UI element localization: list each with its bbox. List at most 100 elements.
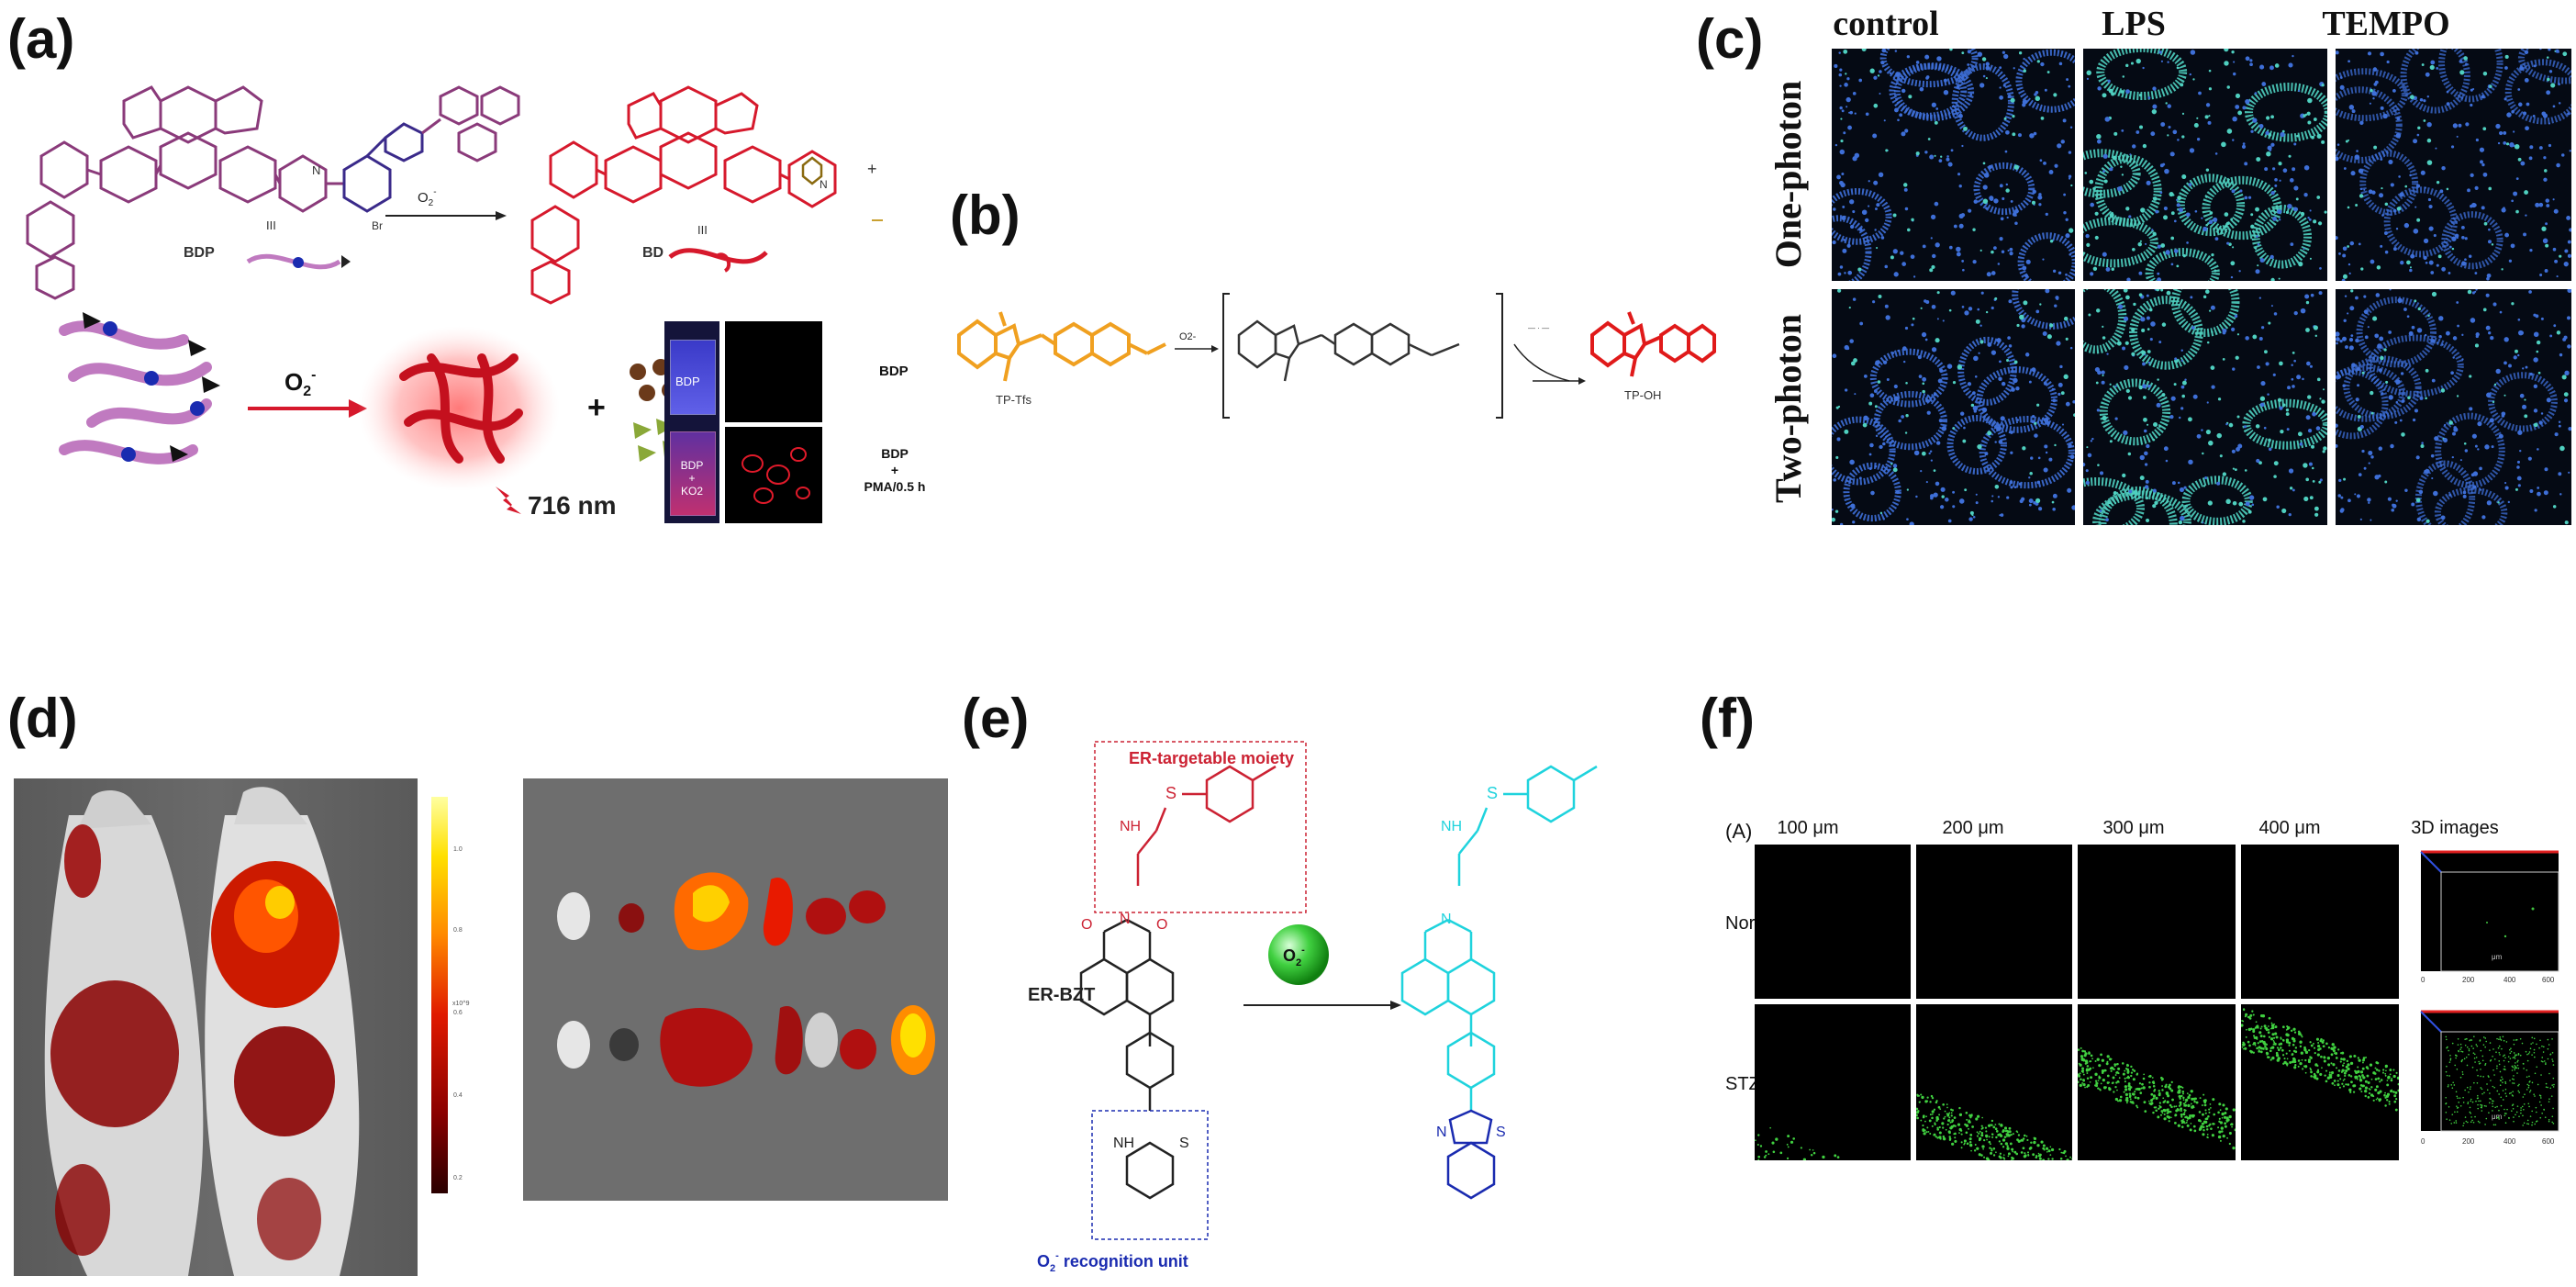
- cell-speckle: [2276, 505, 2280, 509]
- cell-speckle: [1952, 381, 1957, 385]
- signal-speckle-3d: [2548, 1101, 2550, 1102]
- cell-speckle: [1894, 50, 1898, 52]
- signal-speckle: [2345, 1065, 2348, 1069]
- cell-speckle: [2007, 94, 2012, 99]
- cell-speckle: [2510, 243, 2515, 249]
- signal-speckle: [2148, 1081, 2151, 1084]
- cell-speckle: [2568, 427, 2571, 431]
- dash-1: III: [266, 218, 276, 232]
- signal-speckle: [2285, 1033, 2289, 1036]
- cell-speckle: [1913, 450, 1920, 456]
- cell-speckle: [1971, 514, 1974, 517]
- cell-speckle: [1877, 74, 1880, 77]
- cell-speckle: [2138, 125, 2144, 129]
- cell-ring: [2441, 211, 2504, 270]
- cell-speckle: [1967, 63, 1970, 66]
- cell-ring: [2083, 217, 2158, 268]
- signal-speckle-3d: [2448, 1119, 2451, 1121]
- signal-speckle: [2388, 1101, 2391, 1103]
- signal-speckle: [1948, 1112, 1951, 1114]
- signal-speckle: [2212, 1098, 2215, 1102]
- signal-speckle: [1929, 1114, 1932, 1116]
- cell-ring: [2083, 149, 2141, 198]
- cell-speckle: [2424, 333, 2427, 337]
- signal-speckle: [2367, 1081, 2370, 1085]
- signal-speckle: [2273, 1042, 2277, 1046]
- signal-speckle-3d: [2457, 1037, 2459, 1040]
- cell-speckle: [2561, 375, 2567, 380]
- cell-speckle: [2470, 103, 2473, 107]
- cell-speckle: [2145, 242, 2147, 245]
- signal-speckle-3d: [2470, 1116, 2472, 1118]
- cell-speckle: [2399, 419, 2403, 422]
- cell-speckle: [1984, 452, 1989, 456]
- signal-speckle: [2218, 1102, 2222, 1106]
- cell-speckle: [2109, 440, 2113, 443]
- cell-speckle: [2517, 157, 2522, 162]
- signal-speckle: [1757, 1134, 1760, 1136]
- cell-speckle: [1994, 485, 2000, 489]
- cell-speckle: [2231, 327, 2236, 331]
- signal-speckle: [1980, 1154, 1983, 1157]
- cell-speckle: [1991, 499, 1993, 503]
- signal-speckle: [2036, 1144, 2040, 1147]
- e-s-atom-right: S: [1487, 784, 1498, 802]
- cell-speckle: [1947, 162, 1953, 167]
- cell-ring: [2176, 173, 2246, 237]
- cell-speckle: [2292, 385, 2295, 388]
- signal-speckle: [1802, 1158, 1807, 1160]
- signal-speckle: [1787, 1135, 1790, 1138]
- cell-speckle: [1999, 95, 2003, 100]
- cell-speckle: [2548, 122, 2550, 125]
- signal-speckle-3d: [2493, 1074, 2495, 1076]
- signal-speckle: [2271, 1033, 2275, 1036]
- signal-speckle: [2219, 1139, 2222, 1142]
- signal-speckle: [1757, 1155, 1761, 1158]
- signal-speckle: [2191, 1114, 2195, 1118]
- cell-speckle: [2252, 334, 2258, 340]
- cell-speckle: [2043, 467, 2048, 473]
- cell-speckle: [1863, 415, 1868, 421]
- signal-speckle-3d: [2543, 1108, 2545, 1111]
- signal-speckle: [2080, 1069, 2084, 1073]
- cell-speckle: [2358, 168, 2364, 173]
- signal-speckle-3d: [2472, 1047, 2474, 1049]
- cell-speckle: [2431, 378, 2436, 383]
- signal-speckle-3d: [2548, 1098, 2550, 1100]
- signal-speckle: [1934, 1122, 1936, 1125]
- cell-speckle: [2231, 189, 2236, 194]
- cell-speckle: [2361, 371, 2365, 375]
- cell-speckle: [1934, 201, 1939, 207]
- cell-speckle: [2042, 258, 2045, 261]
- signal-speckle: [2373, 1072, 2377, 1075]
- signal-speckle: [2002, 1138, 2006, 1142]
- cell-speckle: [2264, 350, 2268, 354]
- cell-speckle: [2421, 442, 2424, 444]
- signal-speckle: [2228, 1131, 2232, 1136]
- signal-speckle: [2151, 1102, 2154, 1105]
- signal-speckle: [2136, 1104, 2138, 1107]
- signal-speckle: [1991, 1133, 1993, 1136]
- cell-speckle: [2138, 94, 2143, 97]
- signal-speckle: [2331, 1043, 2335, 1046]
- cell-speckle: [2312, 466, 2314, 470]
- cell-speckle: [2388, 395, 2393, 400]
- cell-speckle: [2493, 383, 2497, 386]
- cell-speckle: [2383, 231, 2388, 235]
- signal-speckle: [1983, 1156, 1986, 1158]
- cell-speckle: [2002, 50, 2006, 54]
- signal-speckle-3d: [2519, 1037, 2522, 1040]
- signal-speckle: [1960, 1133, 1963, 1136]
- cell-speckle: [2292, 488, 2295, 492]
- signal-speckle: [2248, 1017, 2252, 1020]
- cell-speckle: [2201, 429, 2203, 431]
- cell-speckle: [2139, 454, 2145, 461]
- cell-speckle: [1850, 503, 1856, 509]
- cell-speckle: [1891, 352, 1895, 354]
- cell-speckle: [2063, 193, 2067, 196]
- cell-speckle: [2224, 49, 2229, 52]
- cell-speckle: [1872, 300, 1876, 304]
- signal-speckle: [2199, 1120, 2202, 1123]
- signal-speckle: [1991, 1124, 1993, 1127]
- signal-speckle-3d: [2481, 1088, 2483, 1091]
